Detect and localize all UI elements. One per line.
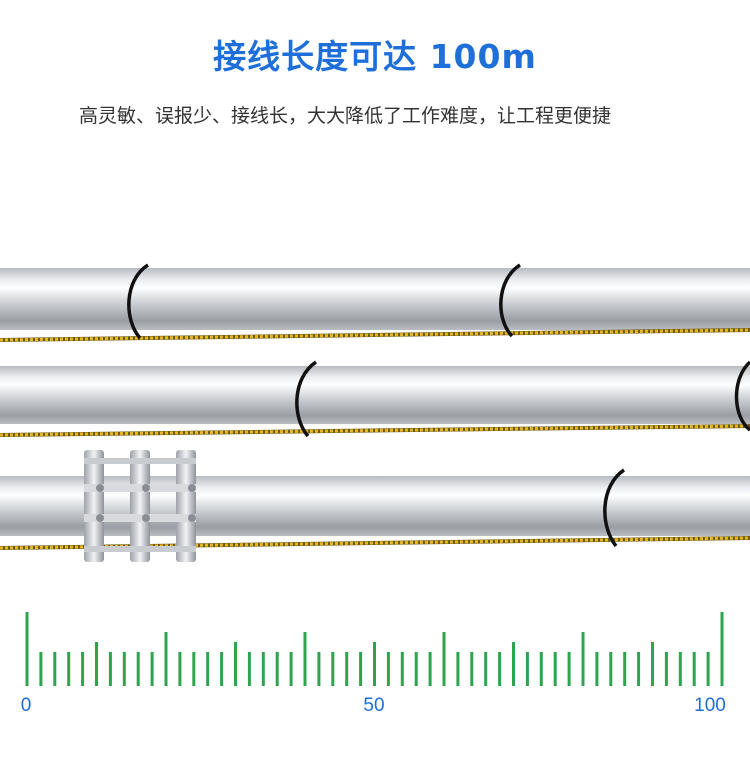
- cable-loop-1b: [499, 263, 522, 338]
- cable-2: [0, 424, 750, 437]
- ruler-ticks: [25, 612, 724, 686]
- pipe-2: [0, 366, 750, 424]
- pipe-1: [0, 268, 750, 330]
- distance-ruler: 0 50 100: [21, 612, 726, 716]
- ruler-label-50: 50: [363, 695, 384, 716]
- cable-1: [0, 328, 750, 342]
- description-text: 高灵敏、误报少、接线长，大大降低了工作难度，让工程更便捷: [79, 105, 612, 127]
- cable-loop-2b: [734, 360, 750, 432]
- page-title: 接线长度可达 100m: [213, 37, 537, 76]
- cable-loop-1a: [127, 263, 150, 340]
- cable-loop-3: [603, 468, 626, 548]
- pipe-clamp: [84, 450, 196, 562]
- cable-loop-2a: [295, 360, 318, 438]
- ruler-label-100: 100: [694, 695, 726, 716]
- pipe-illustration: [0, 263, 750, 562]
- ruler-label-0: 0: [21, 695, 32, 716]
